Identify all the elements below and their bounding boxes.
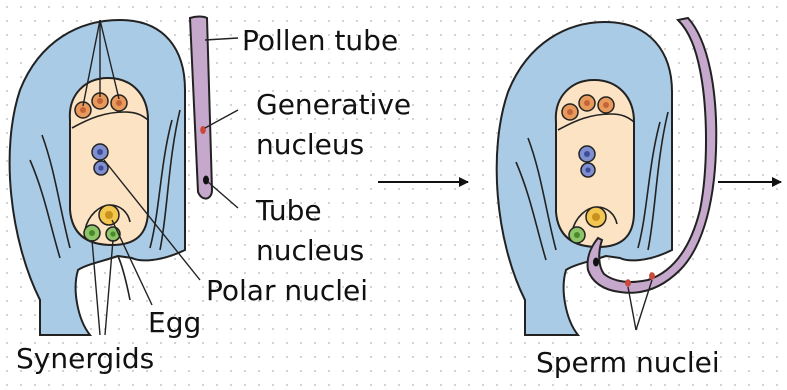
label-sperm-nuclei: Sperm nuclei — [536, 346, 720, 380]
label-tube-line2: nucleus — [256, 234, 364, 268]
left-ovule — [10, 20, 185, 335]
label-generative-line1: Generative — [256, 88, 411, 122]
label-generative-line2: nucleus — [256, 128, 364, 162]
label-egg: Egg — [148, 306, 201, 340]
label-polar-nuclei: Polar nuclei — [206, 274, 368, 308]
label-pollen-tube: Pollen tube — [242, 24, 398, 58]
label-tube-line1: Tube — [256, 194, 322, 228]
left-pollen-tube — [190, 17, 212, 199]
label-synergids: Synergids — [16, 342, 154, 376]
